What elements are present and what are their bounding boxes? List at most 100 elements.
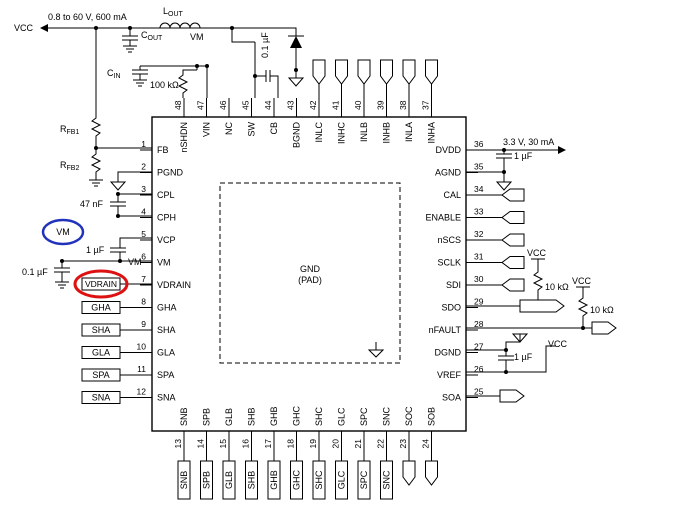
output-box-glb: GLB [222, 460, 236, 500]
output-box-spa: SPA [81, 368, 140, 382]
pins-top: 48nSHDN47VIN46NC45SW44CB43BGND42INLC41IN… [173, 98, 437, 153]
pin-number: 35 [474, 162, 484, 172]
cap-vcp-label: 1 µF [86, 245, 105, 255]
pin-number: 31 [474, 252, 484, 262]
pin-name: NC [224, 122, 234, 135]
input-connector-inlb [357, 59, 371, 98]
pin-number: 24 [421, 439, 431, 449]
pin-name: INLB [359, 122, 369, 142]
pin-name: SW [247, 121, 257, 136]
vdrain-box-label: VDRAIN [85, 279, 117, 289]
pin-name: GHC [292, 406, 302, 427]
pin-number: 46 [218, 100, 228, 110]
cap-cp-label: 47 nF [80, 199, 104, 209]
pin-name: CPL [157, 190, 175, 200]
pin-number: 47 [196, 100, 206, 110]
ic-package: GND (PAD) [151, 116, 467, 432]
pin-number: 34 [474, 184, 484, 194]
right-components: 3.3 V, 30 mA 1 µF VCC 10 kΩ VCC 10 kΩ 1 … [466, 137, 617, 403]
pin-number: 6 [141, 252, 146, 262]
pin-number: 43 [286, 100, 296, 110]
output-box-label: SNC [382, 470, 392, 490]
output-box-spc: SPC [357, 460, 371, 500]
pin-snc: SNC 22 [376, 406, 392, 461]
vm-pin-label: VM [128, 257, 142, 267]
pins-left: 1FB2PGND3CPL4CPH5VCP6VM7VDRAIN8GHA9SHA10… [137, 139, 191, 403]
pin-number: 15 [218, 439, 228, 449]
pin-fb: 1FB [140, 139, 169, 155]
r-sdo-label: 10 kΩ [545, 282, 569, 292]
pin-number: 37 [421, 100, 431, 110]
input-connector-sclk [478, 256, 525, 269]
output-box-label: SHA [92, 325, 111, 335]
inductor-lout [159, 22, 201, 29]
pin-number: 25 [474, 387, 484, 397]
pin-name: INHA [427, 122, 437, 144]
thermal-pad [219, 182, 401, 364]
pin-name: SCLK [437, 258, 461, 268]
pin-name: CPH [157, 213, 176, 223]
pin-name: GHB [269, 406, 279, 426]
input-connector-inla [402, 59, 416, 98]
pin-number: 5 [141, 229, 146, 239]
pin-number: 22 [376, 439, 386, 449]
pin-name: INHC [337, 122, 347, 144]
output-box-sna: SNA [81, 391, 140, 404]
pin-number: 13 [173, 439, 183, 449]
pin-number: 30 [474, 274, 484, 284]
pad-sub-label: (PAD) [298, 275, 322, 285]
pin-name: SOC [404, 406, 414, 426]
pin-name: GHA [157, 303, 177, 313]
output-box-spb: SPB [200, 460, 213, 500]
pin-number: 14 [196, 439, 206, 449]
pin-name: SDO [441, 303, 461, 313]
pin-name: AGND [435, 168, 462, 178]
pin-name: SNC [382, 406, 392, 426]
pin-number: 44 [263, 100, 273, 110]
pin-number: 39 [376, 100, 386, 110]
pin-name: VIN [202, 122, 212, 137]
pin-name: CAL [443, 190, 461, 200]
vcc-vref-label: VCC [548, 339, 568, 349]
pin-name: nSHDN [179, 122, 189, 153]
pin-number: 12 [137, 387, 147, 397]
output-box-shb: SHB [245, 460, 258, 500]
pin-number: 33 [474, 207, 484, 217]
pin-name: DVDD [435, 145, 461, 155]
output-box-sha: SHA [81, 323, 140, 337]
pin-name: VM [157, 258, 171, 268]
agnd-ground-icon [495, 172, 513, 191]
top-input-connectors [312, 59, 438, 98]
output-box-ghb: GHB [267, 460, 281, 500]
cap-vref-label: 1 µF [514, 352, 533, 362]
input-connector-inhc [335, 59, 348, 98]
vcc-nfault-label: VCC [572, 276, 592, 286]
pin-number: 8 [141, 297, 146, 307]
output-box-gla: GLA [81, 346, 140, 359]
pin-number: 1 [141, 139, 146, 149]
pin-number: 16 [241, 439, 251, 449]
rfb2-label: RFB2 [60, 160, 79, 172]
